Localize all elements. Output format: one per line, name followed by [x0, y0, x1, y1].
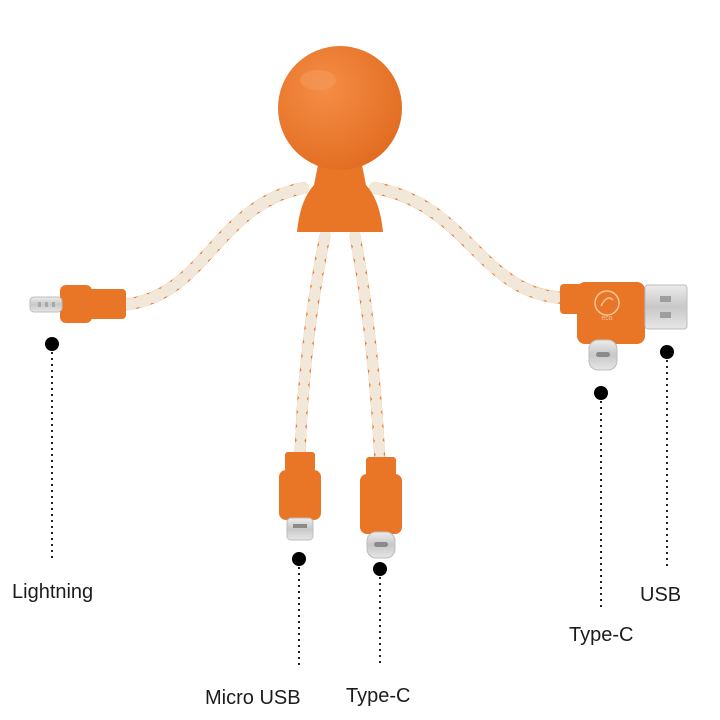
type-c-center-connector — [360, 457, 402, 559]
marker-type-c-center — [373, 562, 387, 576]
octopus-head — [278, 46, 402, 170]
label-type-c-right: Type-C — [569, 624, 634, 646]
octopus-body — [278, 46, 402, 232]
label-type-c-center: Type-C — [346, 685, 411, 707]
eco-logo-icon — [594, 290, 620, 316]
label-lightning: Lightning — [12, 581, 94, 603]
label-micro-usb: Micro USB — [205, 687, 301, 709]
marker-usb — [660, 345, 674, 359]
lightning-connector — [29, 285, 126, 323]
braided-cables — [114, 182, 571, 468]
label-usb: USB — [640, 584, 682, 606]
marker-micro-usb — [292, 552, 306, 566]
micro-usb-connector — [279, 452, 321, 541]
callout-markers — [45, 337, 674, 576]
dual-connector-hub: eco — [560, 282, 688, 371]
marker-lightning — [45, 337, 59, 351]
eco-logo-text: eco — [601, 315, 612, 322]
callout-lines — [51, 352, 668, 666]
marker-type-c-right — [594, 386, 608, 400]
